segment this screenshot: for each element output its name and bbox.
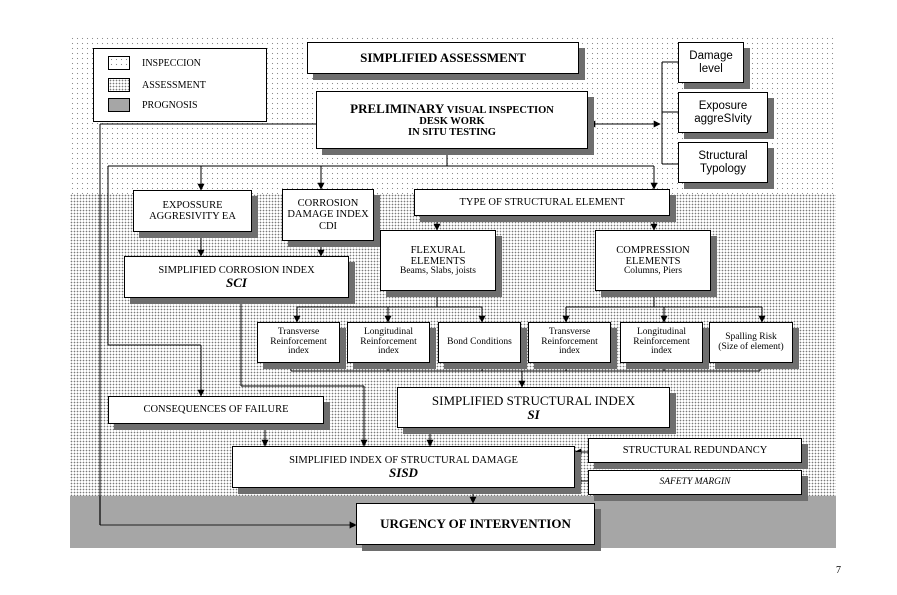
page-number: 7	[836, 565, 841, 576]
cdi-line-1: CORROSION	[297, 198, 359, 210]
transverse-1-line-3: index	[287, 346, 310, 357]
exposure-ea-line-1: EXPOSSURE	[162, 199, 223, 211]
spalling-line-1: Spalling Risk	[725, 331, 777, 342]
legend-label-inspection: INSPECCION	[142, 57, 201, 69]
corrosion-damage-index-box: CORROSION DAMAGE INDEX CDI	[282, 189, 374, 241]
type-of-structural-element-box: TYPE OF STRUCTURAL ELEMENT	[414, 189, 670, 216]
longitudinal-2-line-1: Longitudinal	[636, 326, 687, 337]
urgency-label: URGENCY OF INTERVENTION	[380, 516, 571, 532]
flexural-elements-box: FLEXURAL ELEMENTS Beams, Slabs, joists	[380, 230, 496, 291]
longitudinal-2-line-3: index	[650, 346, 673, 357]
compression-elements-box: COMPRESSION ELEMENTS Columns, Piers	[595, 230, 711, 291]
longitudinal-1-line-1: Longitudinal	[363, 326, 414, 337]
safety-margin-box: SAFETY MARGIN	[588, 470, 802, 495]
simplified-assessment-title: SIMPLIFIED ASSESSMENT	[307, 42, 579, 74]
transverse-2-line-3: index	[558, 346, 581, 357]
exposure-aggresivity-box: Exposure aggreSIvity	[678, 92, 768, 133]
legend: INSPECCION ASSESSMENT PROGNOSIS	[93, 48, 267, 122]
consequences-of-failure-box: CONSEQUENCES OF FAILURE	[108, 396, 324, 424]
transverse-1-line-1: Transverse	[277, 326, 320, 337]
page-title: SIMPLIFIED ASSESSMENT	[360, 50, 526, 66]
flexural-line-1: FLEXURAL	[410, 244, 466, 256]
transverse-1-line-2: Reinforcement	[270, 336, 327, 347]
sci-title: SIMPLIFIED CORROSION INDEX	[158, 264, 315, 276]
transverse-reinforcement-index-flexural: Transverse Reinforcement index	[257, 322, 340, 363]
safety-margin-label: SAFETY MARGIN	[659, 476, 731, 487]
flexural-line-2: ELEMENTS	[410, 255, 466, 267]
inspection-swatch	[108, 56, 130, 70]
preliminary-line-2: DESK WORK	[419, 115, 485, 127]
spalling-line-2: (Size of element)	[718, 341, 784, 352]
simplified-corrosion-index-box: SIMPLIFIED CORROSION INDEX SCI	[124, 256, 349, 298]
simplified-index-structural-damage-box: SIMPLIFIED INDEX OF STRUCTURAL DAMAGE SI…	[232, 446, 575, 488]
exposure-aggresivity-ea-box: EXPOSSURE AGGRESIVITY EA	[133, 190, 252, 232]
structural-typology-box: Structural Typology	[678, 142, 768, 183]
longitudinal-1-line-2: Reinforcement	[360, 336, 417, 347]
exposure-line-2: aggreSIvity	[694, 112, 752, 125]
legend-label-prognosis: PROGNOSIS	[142, 99, 198, 111]
transverse-2-line-1: Transverse	[548, 326, 591, 337]
bond-conditions-label: Bond Conditions	[447, 336, 512, 347]
redundancy-label: STRUCTURAL REDUNDANCY	[622, 444, 768, 456]
assessment-swatch	[108, 78, 130, 92]
exposure-ea-line-2: AGGRESIVITY EA	[149, 211, 236, 222]
compression-line-1: COMPRESSION	[616, 244, 690, 256]
compression-line-2: ELEMENTS	[625, 255, 681, 267]
legend-item-assessment: ASSESSMENT	[108, 77, 206, 93]
legend-label-assessment: ASSESSMENT	[142, 79, 206, 91]
prognosis-swatch	[108, 98, 130, 112]
damage-level-line-1: Damage	[689, 50, 733, 63]
si-title: SIMPLIFIED STRUCTURAL INDEX	[431, 392, 636, 408]
longitudinal-2-line-2: Reinforcement	[633, 336, 690, 347]
urgency-of-intervention-box: URGENCY OF INTERVENTION	[356, 503, 595, 545]
typology-line-2: Typology	[699, 162, 747, 175]
bond-conditions-box: Bond Conditions	[438, 322, 521, 363]
preliminary-inspection-box: PRELIMINARY VISUAL INSPECTION DESK WORK …	[316, 91, 588, 149]
exposure-line-1: Exposure	[698, 100, 748, 113]
compression-examples: Columns, Piers	[623, 265, 683, 276]
transverse-reinforcement-index-compression: Transverse Reinforcement index	[528, 322, 611, 363]
longitudinal-reinforcement-index-compression: Longitudinal Reinforcement index	[620, 322, 703, 363]
longitudinal-1-line-3: index	[377, 346, 400, 357]
consequences-label: CONSEQUENCES OF FAILURE	[143, 404, 289, 416]
preliminary-line-1: PRELIMINARY VISUAL INSPECTION	[350, 102, 554, 116]
preliminary-lead: PRELIMINARY	[350, 100, 445, 116]
simplified-structural-index-box: SIMPLIFIED STRUCTURAL INDEX SI	[397, 387, 670, 428]
sci-abbr: SCI	[226, 274, 247, 290]
legend-item-inspection: INSPECCION	[108, 55, 201, 71]
preliminary-line-3: IN SITU TESTING	[408, 127, 496, 138]
type-element-label: TYPE OF STRUCTURAL ELEMENT	[459, 196, 625, 208]
damage-level-line-2: level	[699, 62, 723, 75]
sisd-abbr: SISD	[389, 464, 418, 480]
structural-redundancy-box: STRUCTURAL REDUNDANCY	[588, 438, 802, 463]
si-abbr: SI	[527, 406, 540, 422]
longitudinal-reinforcement-index-flexural: Longitudinal Reinforcement index	[347, 322, 430, 363]
cdi-line-2: DAMAGE INDEX	[287, 209, 369, 221]
sisd-title: SIMPLIFIED INDEX OF STRUCTURAL DAMAGE	[289, 454, 518, 466]
legend-item-prognosis: PROGNOSIS	[108, 97, 198, 113]
transverse-2-line-2: Reinforcement	[541, 336, 598, 347]
flexural-examples: Beams, Slabs, joists	[399, 265, 476, 276]
spalling-risk-box: Spalling Risk (Size of element)	[709, 322, 793, 363]
typology-line-1: Structural	[698, 150, 748, 163]
damage-level-box: Damage level	[678, 42, 744, 83]
cdi-line-3: CDI	[318, 220, 338, 232]
preliminary-line-1-rest: VISUAL INSPECTION	[444, 104, 554, 116]
